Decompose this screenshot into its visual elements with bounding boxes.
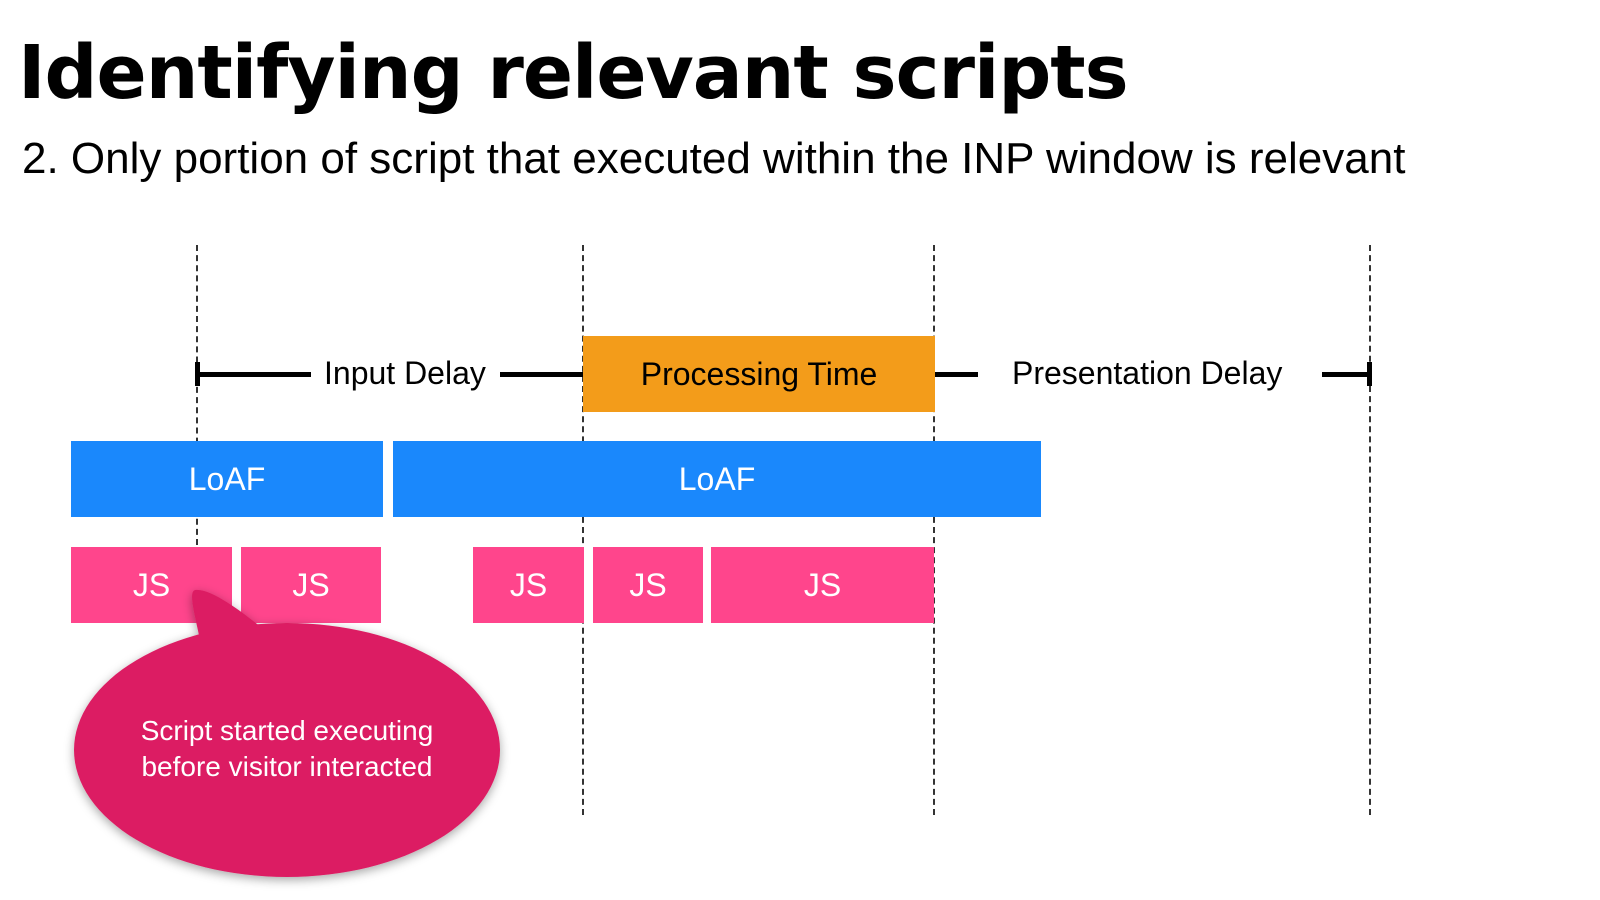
input-delay-label: Input Delay [324, 355, 486, 391]
loaf-block: LoAF [71, 441, 383, 517]
processing-end-marker [933, 245, 935, 815]
processing-start-marker [582, 245, 584, 815]
callout-line-1: Script started executing [140, 715, 434, 746]
interaction-start-marker [196, 245, 198, 545]
slide-title: Identifying relevant scripts [18, 30, 1129, 116]
js-block: JS [241, 547, 381, 623]
slide-subtitle: 2. Only portion of script that executed … [22, 134, 1406, 183]
end-cap [1367, 362, 1372, 386]
presentation-delay-label: Presentation Delay [1012, 355, 1283, 391]
js-block: JS [473, 547, 584, 623]
input-delay-line-right [500, 372, 583, 377]
loaf-block: LoAF [393, 441, 1041, 517]
callout-text: Script started executing before visitor … [74, 713, 500, 785]
js-block: JS [711, 547, 934, 623]
js-block: JS [593, 547, 703, 623]
callout-line-2: before visitor interacted [141, 751, 433, 782]
processing-time-box: Processing Time [583, 336, 935, 412]
presentation-end-marker [1369, 245, 1371, 815]
presentation-delay-line-right [1322, 372, 1370, 377]
presentation-delay-line-left [935, 372, 978, 377]
input-delay-line-left [197, 372, 311, 377]
